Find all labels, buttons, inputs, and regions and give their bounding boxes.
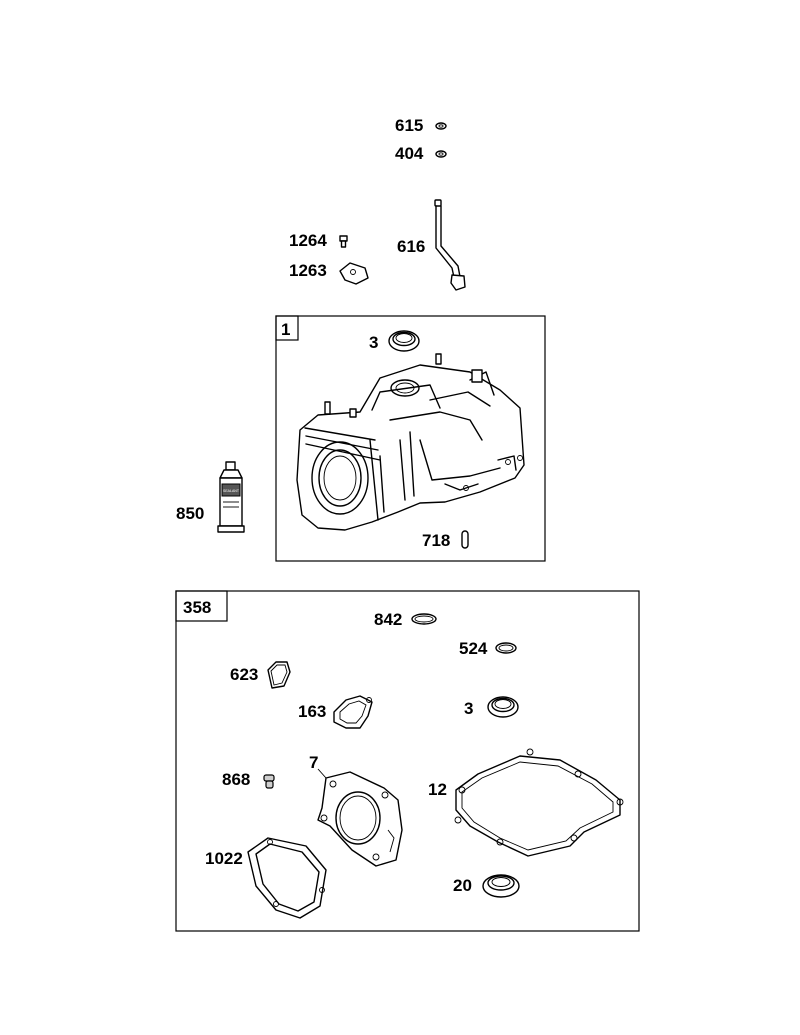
label-1263: 1263 xyxy=(289,261,327,280)
part-20-oil-seal xyxy=(482,874,520,898)
label-524: 524 xyxy=(459,639,488,658)
label-842: 842 xyxy=(374,610,402,629)
label-358: 358 xyxy=(183,598,211,617)
label-1264: 1264 xyxy=(289,231,327,250)
part-7-head-gasket xyxy=(317,768,403,867)
part-718-dowel-pin xyxy=(461,530,469,549)
part-3-oil-seal xyxy=(388,330,420,352)
part-1-cylinder-block xyxy=(296,353,525,531)
part-1022-cover-gasket xyxy=(247,837,327,919)
part-623-gasket xyxy=(267,661,291,689)
part-1264-screw xyxy=(339,235,348,248)
part-868-plug xyxy=(263,774,275,789)
label-3-kit: 3 xyxy=(464,699,473,718)
part-12-crankcase-gasket xyxy=(454,748,624,857)
tube-label-text: SEALANT xyxy=(223,489,240,493)
label-3-block: 3 xyxy=(369,333,378,352)
label-1: 1 xyxy=(281,320,290,339)
label-163: 163 xyxy=(298,702,326,721)
label-1-box xyxy=(275,315,299,341)
label-12: 12 xyxy=(428,780,447,799)
label-615: 615 xyxy=(395,116,423,135)
part-850-sealant-tube: SEALANT xyxy=(217,461,245,533)
label-358-box xyxy=(175,590,228,622)
label-404: 404 xyxy=(395,144,424,163)
part-524-o-ring xyxy=(495,642,517,654)
label-868: 868 xyxy=(222,770,250,789)
part-1263-clip xyxy=(339,262,369,285)
label-718: 718 xyxy=(422,531,450,550)
short-block-frame xyxy=(275,315,546,562)
part-616-dipstick-tube xyxy=(434,199,466,291)
label-7: 7 xyxy=(309,753,318,772)
label-623: 623 xyxy=(230,665,258,684)
label-1022: 1022 xyxy=(205,849,243,868)
part-615-washer xyxy=(435,122,447,130)
label-616: 616 xyxy=(397,237,425,256)
part-404-washer xyxy=(435,150,447,158)
label-850: 850 xyxy=(176,504,204,523)
part-842-o-ring xyxy=(411,613,437,625)
label-20: 20 xyxy=(453,876,472,895)
gasket-set-frame xyxy=(175,590,640,932)
part-3-kit-oil-seal xyxy=(487,696,519,718)
part-163-gasket xyxy=(333,695,373,729)
